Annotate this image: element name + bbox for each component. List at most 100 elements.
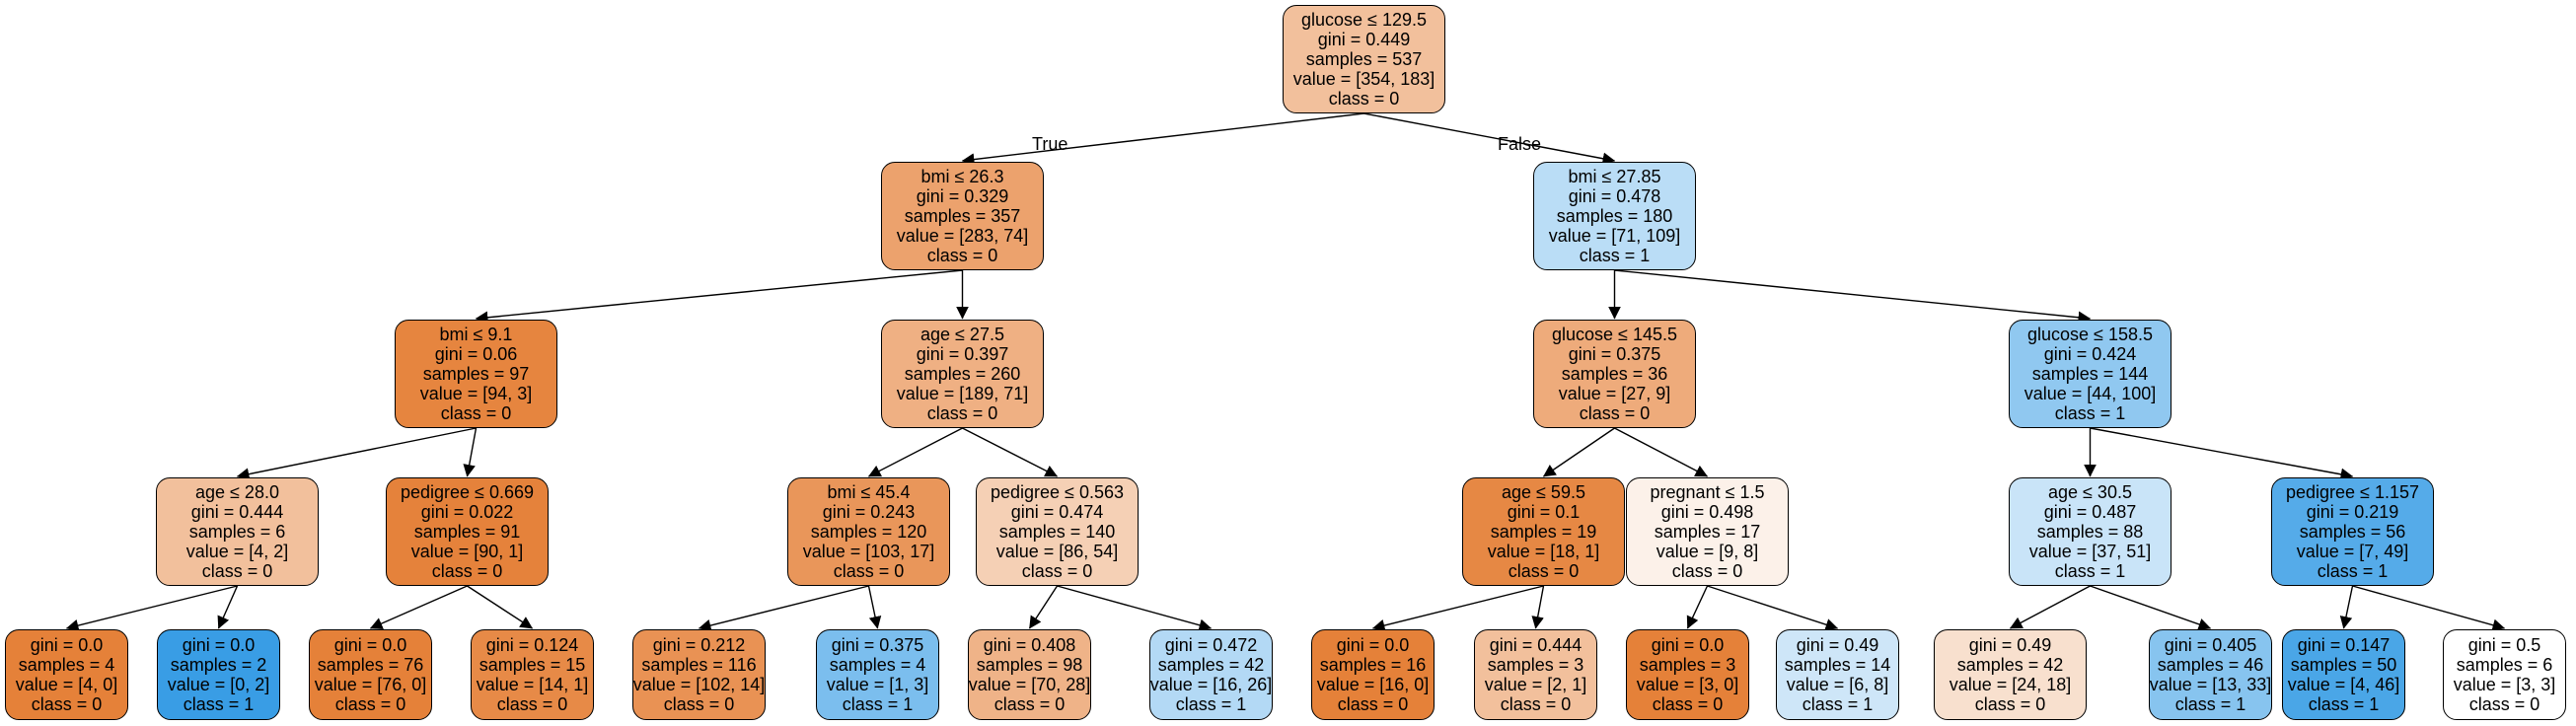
tree-edge-arrow (1363, 112, 1616, 165)
node-text-line: value = [94, 3] (419, 384, 533, 403)
node-text-line: class = 0 (1328, 89, 1400, 109)
node-text-line: class = 0 (201, 561, 273, 581)
node-text-line: samples = 3 (1487, 655, 1584, 675)
node-text-line: class = 0 (994, 694, 1066, 714)
node-text-line: value = [4, 46] (2287, 675, 2400, 694)
node-text-line: value = [44, 100] (2024, 384, 2157, 403)
node-text-line: samples = 6 (188, 522, 286, 542)
node-text-line: value = [6, 8] (1786, 675, 1889, 694)
node-text-line: class = 0 (31, 694, 103, 714)
tree-edge-arrow (867, 585, 882, 629)
node-text-line: class = 1 (1175, 694, 1247, 714)
node-text-line: samples = 4 (829, 655, 926, 675)
node-text-line: class = 0 (1500, 694, 1572, 714)
tree-edge-arrow (1614, 269, 2092, 325)
tree-edge-arrow (65, 585, 238, 632)
node-text-line: class = 0 (1974, 694, 2046, 714)
tree-edge-arrow (475, 269, 963, 325)
node-text-line: samples = 42 (1157, 655, 1265, 675)
node-text-line: value = [7, 49] (2296, 542, 2409, 561)
node-text-line: class = 0 (833, 561, 905, 581)
node-text-line: value = [1, 3] (826, 675, 929, 694)
tree-edge-arrow (2090, 585, 2212, 630)
node-text-line: gini = 0.0 (333, 635, 407, 655)
node-text-line: samples = 97 (422, 364, 530, 384)
node-text-line: samples = 3 (1639, 655, 1736, 675)
node-text-line: class = 0 (1579, 403, 1651, 423)
tree-edge-arrow (867, 427, 963, 477)
node-text-line: pregnant ≤ 1.5 (1650, 482, 1765, 502)
node-text-line: class = 1 (2174, 694, 2246, 714)
tree-edge-arrow (1531, 585, 1545, 629)
node-text-line: age ≤ 30.5 (2048, 482, 2132, 502)
node-text-line: class = 1 (2054, 561, 2126, 581)
tree-edge-arrow (961, 112, 1364, 166)
node-text-line: value = [27, 9] (1558, 384, 1671, 403)
node-text-line: value = [70, 28] (968, 675, 1091, 694)
node-text-line: class = 0 (1671, 561, 1743, 581)
node-text-line: gini = 0.487 (2043, 502, 2137, 522)
node-text-line: gini = 0.375 (831, 635, 924, 655)
node-text-line: class = 0 (431, 561, 503, 581)
node-text-line: bmi ≤ 26.3 (920, 167, 1004, 186)
node-text-line: gini = 0.49 (1796, 635, 1879, 655)
node-text-line: samples = 36 (1561, 364, 1668, 384)
node-text-line: age ≤ 28.0 (195, 482, 279, 502)
node-text-line: class = 0 (926, 403, 998, 423)
node-text-line: value = [24, 18] (1949, 675, 2072, 694)
node-text-line: samples = 6 (2456, 655, 2553, 675)
node-text-line: bmi ≤ 27.85 (1568, 167, 1661, 186)
node-text-line: class = 1 (183, 694, 255, 714)
node-text-line: class = 1 (2317, 561, 2389, 581)
node-text-line: samples = 98 (976, 655, 1083, 675)
node-text-line: samples = 357 (904, 206, 1021, 226)
node-text-line: gini = 0.449 (1317, 30, 1411, 49)
node-text-line: gini = 0.375 (1568, 344, 1661, 364)
node-text-line: samples = 50 (2290, 655, 2397, 675)
node-text-line: gini = 0.444 (1489, 635, 1582, 655)
node-text-line: value = [14, 1] (476, 675, 589, 694)
node-text-line: class = 1 (1802, 694, 1874, 714)
node-text-line: value = [90, 1] (410, 542, 524, 561)
node-text-line: value = [4, 0] (15, 675, 118, 694)
node-text-line: gini = 0.472 (1164, 635, 1258, 655)
true-edge-label: True (1032, 134, 1068, 154)
node-text-line: class = 1 (1579, 246, 1651, 265)
tree-edge-arrow (236, 427, 477, 480)
tree-edge-arrow (2009, 585, 2091, 629)
tree-edge-arrow (1057, 585, 1213, 631)
tree-edge-arrow (463, 427, 478, 477)
tree-edge-arrow (1686, 585, 1709, 629)
node-text-line: samples = 4 (18, 655, 115, 675)
node-text-line: value = [9, 8] (1656, 542, 1759, 561)
node-text-line: gini = 0.022 (420, 502, 514, 522)
node-text-line: gini = 0.219 (2306, 502, 2399, 522)
node-text-line: class = 0 (496, 694, 568, 714)
tree-edge-arrow (1707, 585, 1839, 631)
node-text-line: value = [76, 0] (314, 675, 427, 694)
node-text-line: class = 0 (1337, 694, 1409, 714)
node-text-line: value = [283, 74] (896, 226, 1029, 246)
node-text-line: gini = 0.329 (916, 186, 1009, 206)
node-text-line: samples = 76 (317, 655, 424, 675)
tree-edge-arrow (1371, 585, 1544, 632)
node-text-line: value = [16, 0] (1316, 675, 1430, 694)
node-text-line: samples = 91 (413, 522, 521, 542)
tree-edge-arrow (2090, 427, 2354, 481)
false-edge-label: False (1498, 134, 1542, 154)
